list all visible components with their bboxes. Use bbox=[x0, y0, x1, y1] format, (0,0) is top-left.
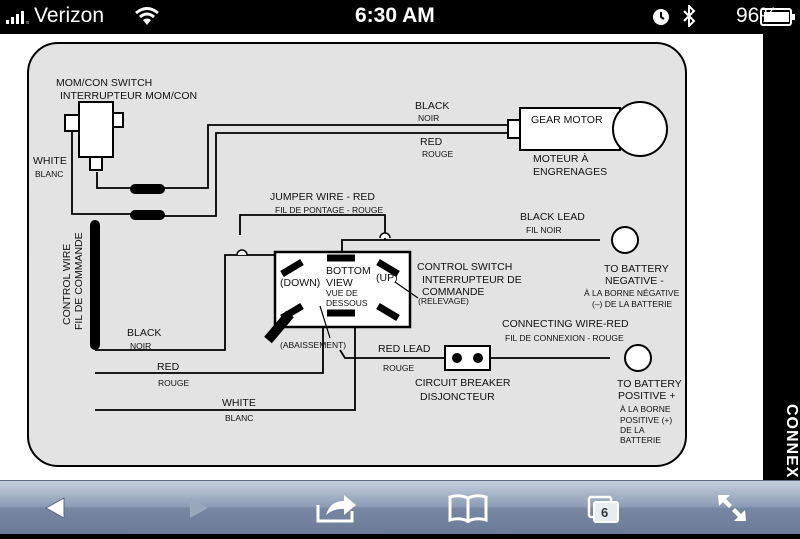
tab-count: 6 bbox=[601, 505, 608, 520]
wifi-icon bbox=[135, 7, 159, 25]
label-gear-motor: GEAR MOTOR bbox=[531, 114, 603, 126]
page-side-strip bbox=[763, 34, 800, 480]
label-rouge-mid: ROUGE bbox=[158, 378, 190, 388]
label-to-battery-neg-1: TO BATTERY bbox=[604, 263, 669, 275]
label-pos-fr-2: POSITIVE (+) bbox=[620, 415, 672, 425]
label-neg-fr-2: (–) DE LA BATTERIE bbox=[592, 299, 672, 309]
label-white-top: WHITE bbox=[33, 155, 67, 167]
label-neg-fr-1: À LA BORNE NÉGATIVE bbox=[584, 288, 680, 298]
battery-icon bbox=[760, 8, 795, 26]
bookmarks-button[interactable] bbox=[428, 481, 508, 534]
label-jumper-en: JUMPER WIRE - RED bbox=[270, 191, 375, 203]
label-pos-fr-4: BATTERIE bbox=[620, 435, 661, 445]
forward-arrow-icon bbox=[190, 498, 208, 518]
wire-connector bbox=[130, 210, 165, 220]
tabs-pages-icon: 6 bbox=[587, 495, 619, 523]
label-circuit-breaker: CIRCUIT BREAKER bbox=[415, 377, 511, 389]
label-dessous: DESSOUS bbox=[326, 298, 368, 308]
carrier-name: Verizon bbox=[34, 4, 105, 27]
wiring-diagram: MOM/CON SWITCH INTERRUPTEUR MOM/CON WHIT… bbox=[27, 42, 687, 467]
label-moteur-2: ENGRENAGES bbox=[533, 166, 607, 178]
forward-button[interactable] bbox=[160, 481, 240, 534]
browser-toolbar: 6 bbox=[0, 480, 800, 534]
label-view: VIEW bbox=[326, 277, 353, 289]
control-switch bbox=[264, 250, 419, 344]
label-connecting-wire-fr: FIL DE CONNEXION - ROUGE bbox=[505, 333, 624, 343]
alarm-clock-icon bbox=[653, 9, 669, 25]
label-bottom: BOTTOM bbox=[326, 265, 371, 277]
control-wire-bundle bbox=[90, 220, 100, 350]
label-pos-fr-3: DE LA bbox=[620, 425, 645, 435]
label-jumper-fr: FIL DE PONTAGE - ROUGE bbox=[275, 205, 383, 215]
share-icon bbox=[316, 495, 356, 523]
label-rouge-top: ROUGE bbox=[422, 149, 454, 159]
label-control-switch-fr-2: COMMANDE bbox=[422, 286, 484, 298]
status-bar: Verizon 6:30 AM 96% bbox=[0, 0, 800, 34]
expand-arrows-icon bbox=[718, 495, 746, 521]
label-control-wire: CONTROL WIRE bbox=[61, 244, 73, 325]
battery-positive-terminal bbox=[624, 344, 652, 372]
label-red-lead: RED LEAD bbox=[378, 343, 431, 355]
clock-time: 6:30 AM bbox=[355, 4, 435, 27]
label-noir-top: NOIR bbox=[418, 113, 439, 123]
label-to-battery-pos-2: POSITIVE + bbox=[618, 390, 675, 402]
page-content: MOM/CON SWITCH INTERRUPTEUR MOM/CON WHIT… bbox=[0, 34, 763, 480]
label-connecting-wire-en: CONNECTING WIRE-RED bbox=[502, 318, 629, 330]
momcon-switch bbox=[64, 101, 124, 171]
label-disjoncteur: DISJONCTEUR bbox=[420, 391, 495, 403]
label-relevage: (RELEVAGE) bbox=[418, 296, 469, 306]
tabs-button[interactable]: 6 bbox=[564, 481, 644, 534]
back-arrow-icon bbox=[44, 497, 65, 519]
label-rouge-lead: ROUGE bbox=[383, 363, 415, 373]
back-button[interactable] bbox=[16, 481, 96, 534]
circuit-breaker bbox=[444, 345, 491, 371]
label-momcon-en: MOM/CON SWITCH bbox=[56, 77, 152, 89]
battery-negative-terminal bbox=[611, 226, 639, 254]
label-fil-de-commande: FIL DE COMMANDE bbox=[73, 232, 85, 330]
label-red-mid: RED bbox=[157, 361, 180, 373]
label-down: (DOWN) bbox=[280, 277, 320, 289]
label-noir-mid: NOIR bbox=[130, 341, 151, 351]
label-pos-fr-1: À LA BORNE bbox=[620, 404, 671, 414]
label-control-switch-fr-1: INTERRUPTEUR DE bbox=[422, 274, 522, 286]
label-up: (UP) bbox=[376, 272, 398, 284]
label-black-top: BLACK bbox=[415, 100, 449, 112]
label-white-bottom: WHITE bbox=[222, 397, 256, 409]
label-vue-de: VUE DE bbox=[326, 288, 358, 298]
signal-strength-icon bbox=[6, 11, 29, 24]
share-button[interactable] bbox=[296, 481, 376, 534]
bluetooth-icon bbox=[683, 5, 696, 27]
bookmarks-book-icon bbox=[448, 494, 488, 524]
label-blanc-top: BLANC bbox=[35, 169, 63, 179]
gear-motor bbox=[507, 101, 668, 157]
label-control-switch-en: CONTROL SWITCH bbox=[417, 261, 512, 273]
label-blanc-bottom: BLANC bbox=[225, 413, 253, 423]
label-black-mid: BLACK bbox=[127, 327, 161, 339]
label-black-lead: BLACK LEAD bbox=[520, 211, 585, 223]
label-moteur-1: MOTEUR À bbox=[533, 152, 588, 165]
label-fil-noir: FIL NOIR bbox=[526, 225, 562, 235]
fullscreen-button[interactable] bbox=[692, 481, 772, 534]
label-red-top: RED bbox=[420, 136, 443, 148]
side-label: CONNEX bbox=[783, 404, 800, 479]
label-to-battery-pos-1: TO BATTERY bbox=[617, 378, 682, 390]
wire-connector bbox=[130, 184, 165, 194]
label-to-battery-neg-2: NEGATIVE - bbox=[605, 275, 664, 287]
label-abaissement: (ABAISSEMENT) bbox=[280, 340, 346, 350]
label-momcon-fr: INTERRUPTEUR MOM/CON bbox=[60, 90, 197, 102]
